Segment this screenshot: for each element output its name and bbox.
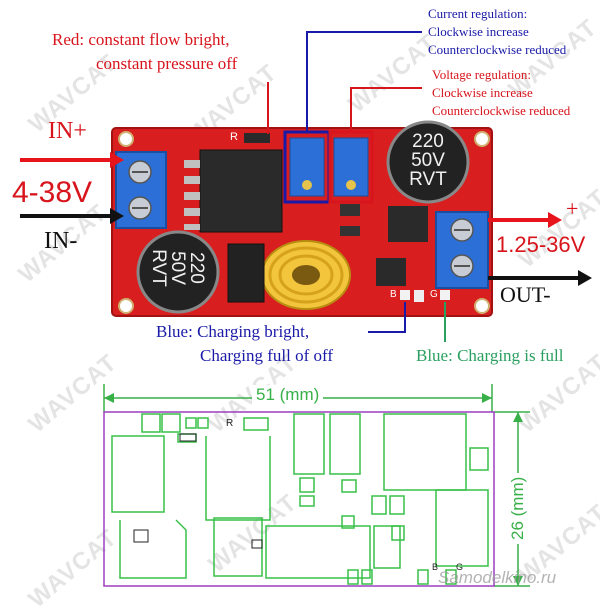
mounting-hole [474,131,490,147]
footprint-small-pad [391,525,405,541]
smd-resistor [414,290,424,302]
footprint-small-pad [141,413,161,433]
drawing-silk-g: G [456,562,464,572]
board-outline [103,411,495,587]
capacitor [386,120,470,204]
current-reg-ccw: Counterclockwise reduced [428,42,567,57]
capacitor-label: 220 50V RVT [409,131,447,190]
footprint-small-pad [161,413,181,433]
footprint-terminal-out [435,489,489,567]
voltage-reg-ccw: Counterclockwise reduced [432,103,571,118]
mosfet [388,206,428,242]
voltage-reg-callout [350,87,422,132]
silk-label-g: G [430,289,438,300]
out-minus-label: OUT- [500,282,551,307]
footprint-capacitor [383,413,467,491]
footprint-small-pad [389,495,405,515]
footprint-inductor [265,525,371,579]
status-led [440,290,450,300]
silk-label-b: B [390,289,397,300]
footprint-led [347,569,359,585]
smd-resistor [340,226,360,236]
mounting-hole [474,298,490,314]
footprint-pad-black [251,539,263,549]
footprint-small-pad [469,447,489,471]
footprint-led [445,569,457,585]
drawing-silk-b: B [432,562,439,572]
footprint-capacitor-left [119,519,187,579]
footprint-small-pad [341,515,355,529]
capacitor [136,230,220,314]
width-dimension-label: 51 (mm) [252,385,324,405]
current-reg-title: Current regulation: [428,6,528,21]
in-minus-label: IN- [44,228,78,254]
status-led [400,290,410,300]
green-led-note: Blue: Charging is full [416,346,564,365]
input-voltage-range: 4-38V [12,176,93,209]
footprint-small-pad [299,495,315,507]
mounting-hole [118,131,134,147]
footprint-resistor [243,417,269,431]
footprint-small-pad [371,495,387,515]
blue-led-note-line1: Blue: Charging bright, [156,322,310,341]
out-plus-label: + [566,196,579,221]
footprint-small-pad [299,477,315,493]
footprint-terminal-in [111,435,165,513]
voltage-reg-cw: Clockwise increase [432,85,533,100]
pcb-module-illustration [20,31,592,342]
red-led-note-line1: Red: constant flow bright, [52,30,230,49]
regulator-ic [199,149,283,233]
smd-resistor [340,204,360,216]
mounting-hole [118,298,134,314]
footprint-ic [205,436,271,521]
footprint-pad-black [133,529,149,543]
in-plus-label: IN+ [48,118,87,144]
silk-label-r: R [230,131,238,143]
footprint-small-pad [185,417,197,429]
footprint-pot [293,413,325,475]
current-reg-callout [306,31,422,132]
footprint-control-ic [373,525,401,569]
footprint-pot [329,413,361,475]
blue-led-note-line2: Charging full of off [200,346,333,365]
footprint-small-pad [341,479,357,493]
footprint-small-pad [197,417,209,429]
blue-led-callout [368,302,406,333]
footprint-diode [213,517,263,577]
footprint-pad-black [179,433,197,442]
drawing-silk-r: R [226,418,234,429]
height-dimension-label: 26 (mm) [508,472,528,544]
footprint-led [417,569,429,585]
control-ic [376,258,406,286]
diode [227,243,265,303]
website-watermark: Samodelkino.ru [438,568,557,587]
footprint-led [361,569,373,585]
smd-resistor [244,133,270,143]
output-voltage-range: 1.25-36V [496,232,586,257]
red-led-note-line2: constant pressure off [96,54,238,73]
current-reg-cw: Clockwise increase [428,24,529,39]
voltage-reg-title: Voltage regulation: [432,67,532,82]
